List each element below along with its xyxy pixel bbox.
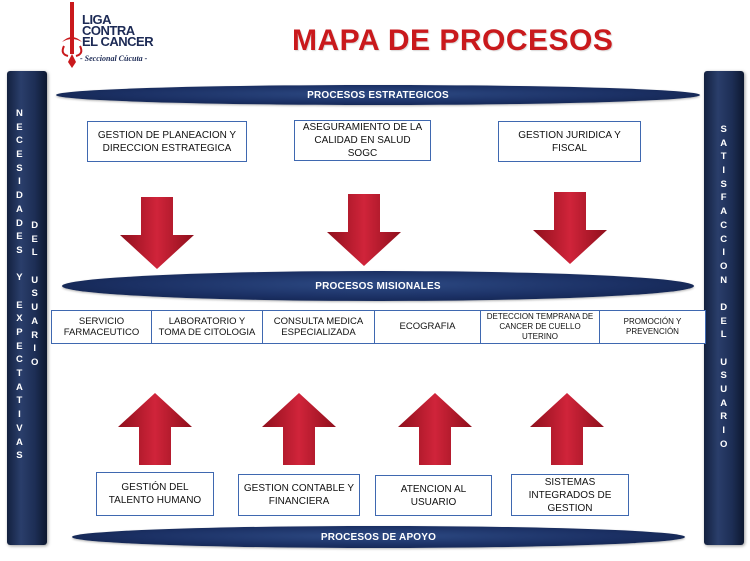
vertical-letter: S <box>16 162 23 174</box>
vertical-letter: I <box>722 425 726 437</box>
vertical-letter: L <box>720 329 727 341</box>
vertical-letter: E <box>16 231 23 243</box>
misional-cell: PROMOCIÓN Y PREVENCIÓN <box>623 317 682 336</box>
vertical-letter: N <box>720 274 728 286</box>
vertical-letter: Y <box>16 272 23 284</box>
strategic-box-planeacion: GESTION DE PLANEACION Y DIRECCION ESTRAT… <box>87 121 247 162</box>
page-title: MAPA DE PROCESOS <box>292 24 614 57</box>
vertical-letter: I <box>18 409 21 421</box>
apoyo-box-contable: GESTION CONTABLE Y FINANCIERA <box>238 474 360 516</box>
logo: LIGA CONTRA EL CANCER - Seccional Cúcuta… <box>58 2 178 68</box>
vertical-letter: E <box>16 299 23 311</box>
vertical-letter: V <box>16 422 23 434</box>
vertical-letter: T <box>16 368 23 380</box>
vertical-letter: D <box>31 220 39 231</box>
vertical-letter: I <box>33 343 37 355</box>
vertical-letter: C <box>720 233 728 245</box>
arrow-up-icon <box>530 393 604 465</box>
vertical-letter: A <box>720 206 728 218</box>
vertical-letter: D <box>16 190 23 202</box>
arrow-down-icon <box>533 192 607 264</box>
strategic-box-calidad: ASEGURAMIENTO DE LA CALIDAD EN SALUD SOG… <box>294 120 431 161</box>
vertical-letter: A <box>16 381 23 393</box>
vertical-letter: C <box>720 219 728 231</box>
misional-cell: SERVICIO FARMACEUTICO <box>52 311 152 343</box>
logo-text: LIGA CONTRA EL CANCER <box>82 12 154 49</box>
vertical-letter: O <box>720 260 728 272</box>
vertical-letter: E <box>16 149 23 161</box>
misional-cell: ECOGRAFIA <box>375 311 481 343</box>
vertical-letter: F <box>720 192 727 204</box>
vertical-letter: A <box>720 397 728 409</box>
logo-line-1: LIGA <box>82 12 112 27</box>
band-procesos-misionales: PROCESOS MISIONALES <box>62 271 694 301</box>
vertical-letter: I <box>722 165 726 177</box>
apoyo-box-sistemas: SISTEMAS INTEGRADOS DE GESTION <box>511 474 629 516</box>
apoyo-box-atencion: ATENCION AL USUARIO <box>375 475 492 516</box>
vertical-letter: I <box>722 247 726 259</box>
vertical-letter: E <box>720 315 727 327</box>
vertical-letter: C <box>16 135 23 147</box>
vertical-letter: O <box>31 356 39 368</box>
arrow-down-icon <box>120 197 194 269</box>
sword-icon <box>61 2 83 68</box>
vertical-letter: A <box>16 203 23 215</box>
vertical-letter: D <box>16 217 23 229</box>
apoyo-box-talento: GESTIÓN DEL TALENTO HUMANO <box>96 472 214 516</box>
vertical-letter: U <box>31 274 39 286</box>
vertical-letter: U <box>31 302 39 314</box>
vertical-letter: U <box>720 384 728 396</box>
vertical-letter: R <box>720 411 728 423</box>
vertical-letter: S <box>720 178 727 190</box>
vertical-letter: I <box>18 176 21 188</box>
misional-cell: LABORATORIO Y TOMA DE CITOLOGIA <box>152 311 263 343</box>
band-procesos-apoyo: PROCESOS DE APOYO <box>72 526 685 548</box>
vertical-letter: E <box>16 121 23 133</box>
vertical-letter: S <box>31 288 38 300</box>
arrow-up-icon <box>398 393 472 465</box>
vertical-letter: L <box>31 247 38 259</box>
vertical-letter: S <box>720 124 727 135</box>
vertical-letter: T <box>16 395 23 407</box>
arrow-up-icon <box>118 393 192 465</box>
strategic-box-juridica: GESTION JURIDICA Y FISCAL <box>498 121 641 162</box>
vertical-letter: C <box>16 354 23 366</box>
vertical-letter: T <box>720 151 727 163</box>
arrow-up-icon <box>262 393 336 465</box>
misional-cell: CONSULTA MEDICA ESPECIALIZADA <box>263 311 375 343</box>
vertical-letter: O <box>720 438 728 450</box>
vertical-letter: R <box>31 329 39 341</box>
vertical-letter: E <box>16 340 23 352</box>
vertical-letter: S <box>16 450 23 462</box>
vertical-letter: X <box>16 313 23 325</box>
vertical-letter: P <box>16 327 23 338</box>
vertical-letter: E <box>31 233 38 245</box>
vertical-letter: S <box>16 244 23 256</box>
vertical-letter: S <box>720 370 727 382</box>
vertical-letter: A <box>16 436 23 448</box>
vertical-letter: A <box>31 315 39 327</box>
misional-cell: DETECCION TEMPRANA DE CANCER DE CUELLO U… <box>481 311 600 343</box>
arrow-down-icon <box>327 194 401 266</box>
logo-line-2: CONTRA <box>82 23 135 38</box>
logo-line-3: EL CANCER <box>82 34 154 49</box>
misional-strip: SERVICIO FARMACEUTICO LABORATORIO Y TOMA… <box>51 310 706 344</box>
vertical-letter: N <box>16 108 23 119</box>
vertical-letter: U <box>720 356 728 368</box>
logo-subtitle: - Seccional Cúcuta - <box>80 54 148 63</box>
vertical-letter: D <box>720 301 728 313</box>
band-procesos-estrategicos: PROCESOS ESTRATEGICOS <box>56 85 700 105</box>
vertical-letter: A <box>720 137 728 149</box>
